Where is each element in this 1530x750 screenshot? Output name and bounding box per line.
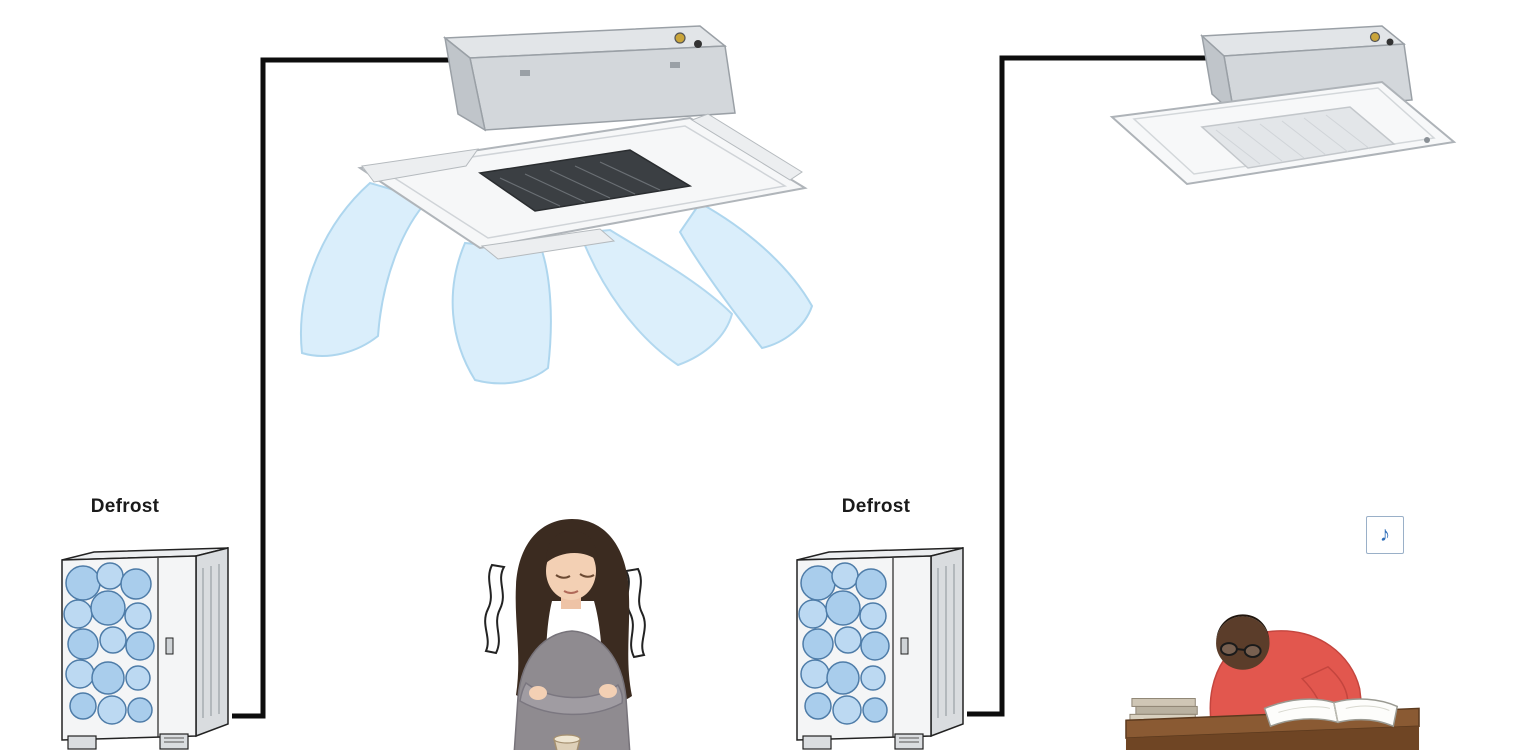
bangs <box>546 531 598 563</box>
indoor-unit-right <box>1109 25 1457 186</box>
crossed-arms <box>519 681 624 716</box>
shiver-marks <box>484 563 646 659</box>
indoor-unit-left <box>300 25 814 385</box>
defrost-label-right: Defrost <box>841 496 911 517</box>
music-note-box: ♪ <box>1366 516 1404 554</box>
cassette-panel-open <box>357 113 808 260</box>
mouth <box>563 590 579 594</box>
hand <box>529 686 547 700</box>
open-book <box>1263 698 1399 728</box>
cup-rim <box>553 734 581 744</box>
outdoor-unit-left <box>61 547 229 750</box>
refrigerant-line-left <box>232 57 600 719</box>
glasses <box>1220 642 1262 658</box>
closed-grille <box>1200 106 1396 169</box>
hand <box>599 684 617 698</box>
pipe-fitting <box>1386 38 1394 46</box>
defrost-label-left: Defrost <box>90 496 160 517</box>
refrigerant-line-right <box>967 55 1230 717</box>
intake-grille <box>478 149 693 212</box>
frost-buildup <box>798 562 890 725</box>
indicator-dot <box>1424 137 1430 143</box>
pipe-fitting <box>1369 31 1381 43</box>
studying-person <box>1125 614 1420 750</box>
cassette-body <box>442 25 736 132</box>
unit-foot <box>802 735 832 750</box>
shivering-person <box>484 519 646 750</box>
air-flow-streams <box>300 181 814 385</box>
closed-eyes <box>555 573 595 579</box>
face <box>546 542 596 600</box>
frost-buildup <box>63 562 155 725</box>
pipe-fitting <box>674 32 686 44</box>
cassette-panel-closed <box>1109 80 1457 186</box>
desk-front <box>1125 726 1420 750</box>
service-handle <box>165 637 174 655</box>
outdoor-unit-right <box>796 547 964 750</box>
sweater <box>513 630 631 750</box>
unit-foot <box>67 735 97 750</box>
head <box>1216 616 1270 670</box>
service-handle <box>900 637 909 655</box>
music-note-icon: ♪ <box>1379 523 1391 546</box>
pipe-fitting <box>694 40 702 48</box>
